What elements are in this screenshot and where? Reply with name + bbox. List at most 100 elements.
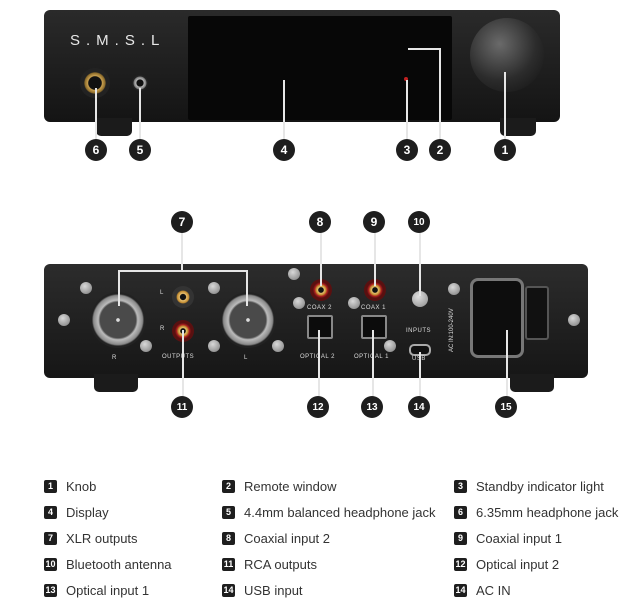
legend-label: AC IN <box>476 582 511 598</box>
leader-9 <box>374 232 376 286</box>
legend-item: 2 Remote window <box>222 478 337 494</box>
legend-item: 5 4.4mm balanced headphone jack <box>222 504 436 520</box>
leader-3 <box>406 80 408 140</box>
front-foot-left <box>96 118 132 136</box>
legend-number: 5 <box>222 505 235 519</box>
optical-input-1 <box>361 315 387 339</box>
leader-6 <box>95 88 97 140</box>
legend-label: 4.4mm balanced headphone jack <box>244 504 436 520</box>
legend-number: 1 <box>44 479 57 493</box>
screw <box>288 268 300 280</box>
label-optical2: OPTICAL 2 <box>300 354 335 360</box>
callout-14: 14 <box>408 396 430 418</box>
callout-5: 5 <box>129 139 151 161</box>
legend-label: USB input <box>244 582 303 598</box>
screw <box>293 297 305 309</box>
legend-label: XLR outputs <box>66 530 138 546</box>
screw <box>80 282 92 294</box>
legend-number: 2 <box>222 479 235 493</box>
leader-2b <box>439 48 441 140</box>
bluetooth-antenna <box>412 291 428 307</box>
callout-10: 10 <box>408 211 430 233</box>
headphone-jack-44 <box>132 75 148 91</box>
xlr-output-left <box>220 292 276 348</box>
label-xlr-r: R <box>112 355 117 361</box>
screw <box>348 297 360 309</box>
legend-label: Optical input 2 <box>476 556 560 572</box>
legend-item: 7 XLR outputs <box>44 530 138 546</box>
legend-number: 8 <box>222 531 235 545</box>
callout-4: 4 <box>273 139 295 161</box>
callout-13: 13 <box>361 396 383 418</box>
leader-7-right <box>246 270 248 306</box>
display-window <box>188 16 452 120</box>
screw <box>208 340 220 352</box>
legend-label: 6.35mm headphone jack <box>476 504 619 520</box>
front-foot-right <box>500 118 536 136</box>
legend-number: 7 <box>44 531 57 545</box>
legend-number: 10 <box>44 557 57 571</box>
screw <box>58 314 70 326</box>
label-usb: USB <box>412 356 426 362</box>
label-rca-l: L <box>160 290 164 296</box>
screw <box>140 340 152 352</box>
leader-7-bar <box>118 270 248 272</box>
legend-label: Remote window <box>244 478 337 494</box>
screw <box>568 314 580 326</box>
screw <box>384 340 396 352</box>
rear-foot-right <box>510 374 554 392</box>
legend-number: 6 <box>454 505 467 519</box>
legend-label: Display <box>66 504 109 520</box>
callout-1: 1 <box>494 139 516 161</box>
leader-7 <box>181 232 183 270</box>
legend-number: 4 <box>44 505 57 519</box>
callout-12: 12 <box>307 396 329 418</box>
callout-7: 7 <box>171 211 193 233</box>
label-optical1: OPTICAL 1 <box>354 354 389 360</box>
label-rca-r: R <box>160 326 165 332</box>
standby-light <box>404 77 408 81</box>
leader-11 <box>182 330 184 398</box>
legend-label: Standby indicator light <box>476 478 604 494</box>
leader-12 <box>318 330 320 398</box>
ac-inlet <box>470 278 524 358</box>
screw <box>448 283 460 295</box>
leader-7-left <box>118 270 120 306</box>
coax-input-2 <box>310 279 332 301</box>
legend-number: 3 <box>454 479 467 493</box>
legend-label: Coaxial input 2 <box>244 530 330 546</box>
legend-item: 8 Coaxial input 2 <box>222 530 330 546</box>
rear-foot-left <box>94 374 138 392</box>
callout-9: 9 <box>363 211 385 233</box>
brand-logo: S.M.S.L <box>70 32 166 49</box>
callout-11: 11 <box>171 396 193 418</box>
leader-4 <box>283 80 285 140</box>
power-switch <box>525 286 549 340</box>
legend-label: Knob <box>66 478 97 494</box>
legend-number: 13 <box>44 583 57 597</box>
label-xlr-l: L <box>244 355 248 361</box>
leader-15 <box>506 330 508 398</box>
legend-number: 14 <box>222 583 235 597</box>
callout-6: 6 <box>85 139 107 161</box>
leader-5 <box>139 88 141 140</box>
coax-input-1 <box>364 279 386 301</box>
legend-label: Optical input 1 <box>66 582 150 598</box>
callout-15: 15 <box>495 396 517 418</box>
callout-8: 8 <box>309 211 331 233</box>
screw <box>272 340 284 352</box>
legend-item: 13 Optical input 1 <box>44 582 149 598</box>
leader-14 <box>419 352 421 398</box>
screw <box>208 282 220 294</box>
legend-item: 12 Optical input 2 <box>454 556 559 572</box>
legend-item: 1 Knob <box>44 478 96 494</box>
rca-output-left <box>172 286 194 308</box>
leader-2a <box>408 48 440 50</box>
legend-item: 14 USB input <box>222 582 303 598</box>
leader-1 <box>504 72 506 140</box>
legend-number: 12 <box>454 557 467 571</box>
